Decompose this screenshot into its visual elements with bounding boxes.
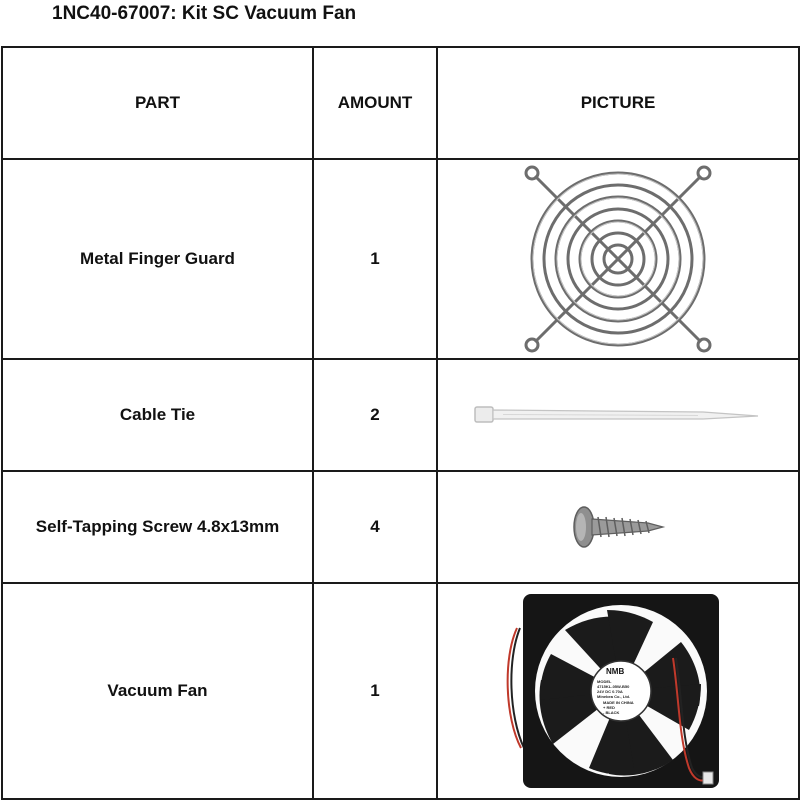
- table-row: Metal Finger Guard 1: [1, 158, 800, 360]
- fan-label-wire-red: + RED: [603, 705, 615, 710]
- table-header-row: PART AMOUNT PICTURE: [1, 46, 800, 160]
- fan-label-origin: MADE IN CHINA: [603, 700, 634, 705]
- parts-table: PART AMOUNT PICTURE Metal Finger Guard 1: [1, 46, 800, 800]
- header-amount: AMOUNT: [312, 46, 438, 160]
- part-picture: NMB MODEL 4715KL-05W-B50 24V DC 0.70A Mi…: [436, 582, 800, 800]
- part-picture: [436, 470, 800, 584]
- part-name: Vacuum Fan: [1, 582, 314, 800]
- table-row: Self-Tapping Screw 4.8x13mm 4: [1, 470, 800, 584]
- fan-icon: NMB MODEL 4715KL-05W-B50 24V DC 0.70A Mi…: [506, 594, 719, 788]
- fan-label-rating: 24V DC 0.70A: [597, 689, 623, 694]
- part-picture: [436, 358, 800, 472]
- part-name: Metal Finger Guard: [1, 158, 314, 360]
- header-picture: PICTURE: [436, 46, 800, 160]
- fan-label-brand: NMB: [606, 667, 624, 676]
- fan-label-wire-black: - BLACK: [603, 710, 620, 715]
- fan-label-model-number: 4715KL-05W-B50: [597, 684, 630, 689]
- part-amount: 4: [312, 470, 438, 584]
- table-row: Vacuum Fan 1: [1, 582, 800, 800]
- part-amount: 1: [312, 158, 438, 360]
- finger-guard-icon: [524, 165, 712, 353]
- screw-icon: [573, 506, 666, 548]
- part-amount: 2: [312, 358, 438, 472]
- fan-label-model-line: MODEL: [597, 679, 612, 684]
- document-title: 1NC40-67007: Kit SC Vacuum Fan: [52, 3, 357, 24]
- part-name: Self-Tapping Screw 4.8x13mm: [1, 470, 314, 584]
- part-amount: 1: [312, 582, 438, 800]
- part-name: Cable Tie: [1, 358, 314, 472]
- part-picture: [436, 158, 800, 360]
- table-row: Cable Tie 2: [1, 358, 800, 472]
- cable-tie-icon: [474, 406, 759, 423]
- header-part: PART: [1, 46, 314, 160]
- fan-label-maker: Minebea Co., Ltd.: [597, 694, 630, 699]
